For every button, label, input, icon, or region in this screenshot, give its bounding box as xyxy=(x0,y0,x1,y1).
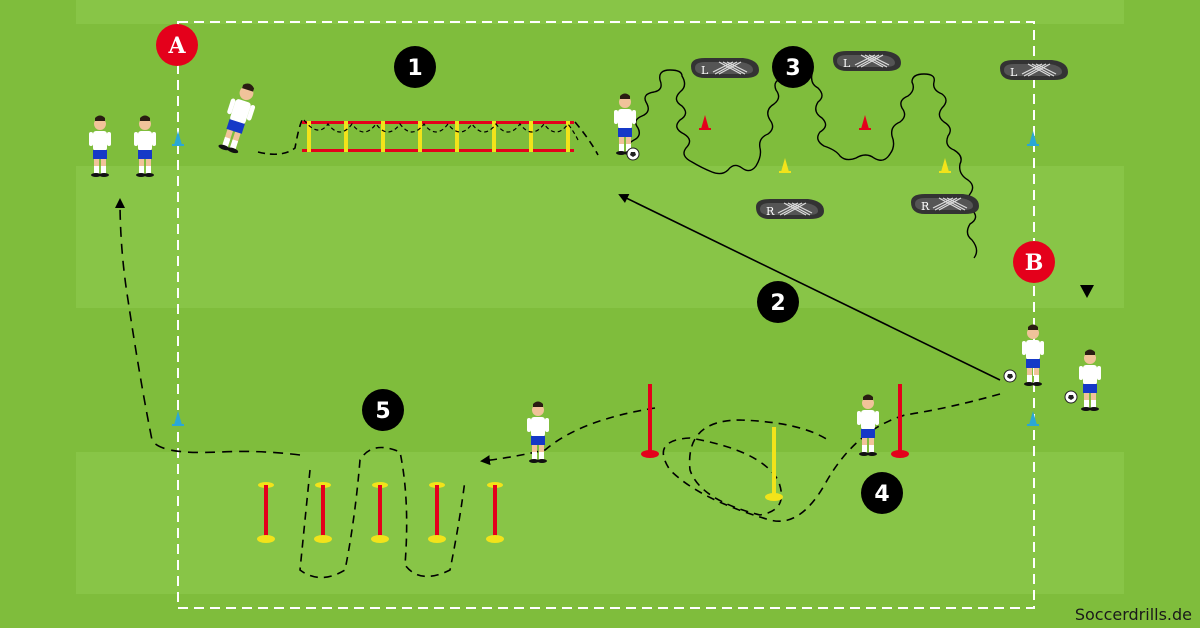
ladder-icon xyxy=(302,119,579,152)
svg-text:B: B xyxy=(1025,250,1044,276)
svg-text:R: R xyxy=(766,205,775,218)
svg-text:R: R xyxy=(921,200,930,213)
svg-text:L: L xyxy=(1010,66,1018,79)
shoe-icon: L xyxy=(832,50,902,72)
brand-watermark: Soccerdrills.de xyxy=(1074,605,1192,624)
svg-text:L: L xyxy=(701,64,709,77)
ball-icon xyxy=(1003,369,1017,383)
station-2-badge: 2 xyxy=(757,281,799,323)
svg-text:4: 4 xyxy=(874,482,889,507)
shoe-icon: L xyxy=(690,57,760,79)
svg-text:2: 2 xyxy=(770,291,785,316)
field-boundary xyxy=(177,21,1035,609)
station-1-badge: 1 xyxy=(394,46,436,88)
station-3-badge: 3 xyxy=(772,46,814,88)
svg-text:5: 5 xyxy=(375,399,390,424)
run-paths xyxy=(115,117,1001,579)
ball-icon xyxy=(626,147,640,161)
marker-b: B xyxy=(1013,241,1055,283)
shoe-icon: R xyxy=(755,198,825,220)
svg-text:L: L xyxy=(843,57,851,70)
shoe-icon: L xyxy=(999,59,1069,81)
station-5-badge: 5 xyxy=(362,389,404,431)
svg-text:1: 1 xyxy=(407,56,422,81)
marker-a: A xyxy=(156,24,198,66)
svg-text:3: 3 xyxy=(785,56,800,81)
ball-icon xyxy=(1064,390,1078,404)
dribble-path xyxy=(628,60,978,259)
station-4-badge: 4 xyxy=(861,472,903,514)
svg-text:A: A xyxy=(167,33,186,59)
shoe-icon: R xyxy=(910,193,980,215)
arrow-icon xyxy=(1080,285,1094,298)
